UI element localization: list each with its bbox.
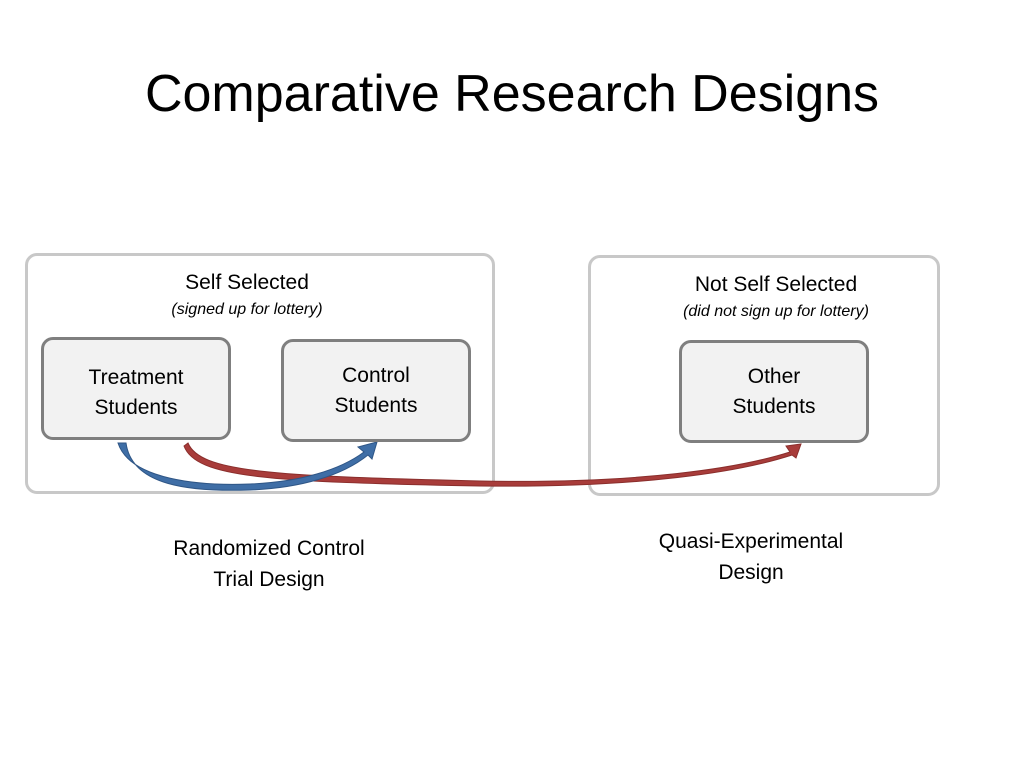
not-self-selected-heading: Not Self Selected: [694, 273, 858, 296]
control-students-label-line1: Control: [342, 363, 410, 387]
treatment-students-label-line2: Students: [94, 396, 178, 419]
other-students-label-line2: Students: [732, 394, 816, 418]
quasi-caption-line2: Design: [718, 561, 784, 584]
self-selected-subheading: (signed up for lottery): [171, 301, 323, 318]
self-selected-group: [25, 253, 495, 494]
control-students-box: Control Students: [281, 339, 471, 442]
control-students-label-line2: Students: [334, 393, 418, 417]
quasi-caption: Quasi-Experimental Design: [601, 526, 901, 588]
slide-title: Comparative Research Designs: [144, 65, 880, 123]
not-self-selected-group: [588, 255, 940, 496]
treatment-students-label-line1: Treatment: [88, 366, 184, 389]
rct-caption: Randomized Control Trial Design: [119, 533, 419, 595]
other-students-box: Other Students: [679, 340, 869, 443]
not-self-selected-subheading: (did not sign up for lottery): [683, 303, 869, 320]
other-students-label-line1: Other: [747, 364, 801, 388]
self-selected-heading: Self Selected: [185, 271, 309, 294]
rct-caption-line1: Randomized Control: [173, 537, 365, 560]
treatment-students-box: Treatment Students: [41, 337, 231, 440]
rct-caption-line2: Trial Design: [213, 568, 325, 591]
quasi-caption-line1: Quasi-Experimental: [658, 530, 844, 553]
